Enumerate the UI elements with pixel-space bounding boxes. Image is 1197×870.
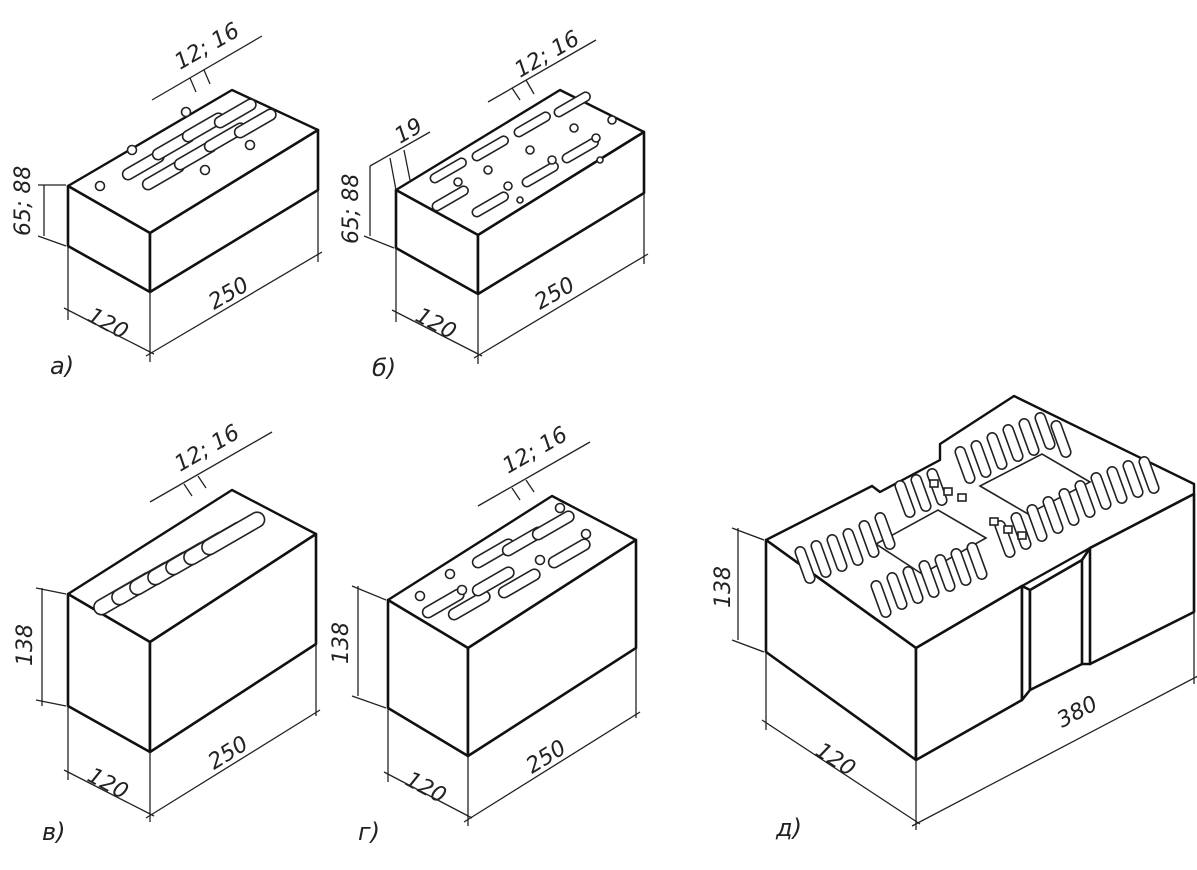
dim-rib: 19: [391, 114, 428, 150]
dim-slot: 12; 16: [499, 422, 572, 479]
dim-width: 120: [811, 738, 860, 782]
figure-v: 138 120 250 12; 16 в): [13, 420, 321, 846]
dim-length: 250: [205, 273, 254, 316]
large-cavity: [874, 509, 988, 575]
block-notch-back: [1028, 558, 1084, 692]
figure-caption: д): [775, 814, 802, 842]
figure-caption: в): [42, 818, 66, 846]
figure-b: 19 65; 88 120 250 12; 16 б): [339, 26, 649, 382]
dim-length: 250: [204, 732, 253, 775]
figure-caption: г): [358, 818, 380, 846]
dim-width: 120: [83, 763, 132, 805]
dim-slot: 12; 16: [171, 18, 244, 75]
figure-g: 138 120 250 12; 16 г): [329, 422, 641, 846]
hole-pattern: [794, 412, 1160, 618]
dim-height: 138: [711, 566, 736, 608]
dim-width: 120: [411, 303, 460, 345]
hole-pattern: [429, 91, 617, 218]
hole-pattern: [414, 502, 592, 621]
dim-length: 250: [522, 736, 571, 779]
figure-a: 65; 88 120 250 12; 16 а): [11, 18, 323, 380]
figure-caption: а): [50, 352, 74, 380]
figure-caption: б): [372, 354, 396, 382]
dim-height: 65; 88: [339, 174, 364, 244]
dim-length: 380: [1053, 692, 1102, 734]
dim-height: 65; 88: [11, 166, 36, 236]
hole-pattern: [93, 511, 266, 616]
dim-height: 138: [13, 624, 38, 666]
hole-pattern: [94, 98, 277, 192]
large-cavity: [978, 453, 1092, 515]
dim-height: 138: [329, 622, 354, 664]
dim-slot: 12; 16: [511, 26, 584, 83]
figure-d: 138 120 380 д): [711, 394, 1197, 842]
dim-length: 250: [531, 273, 580, 316]
